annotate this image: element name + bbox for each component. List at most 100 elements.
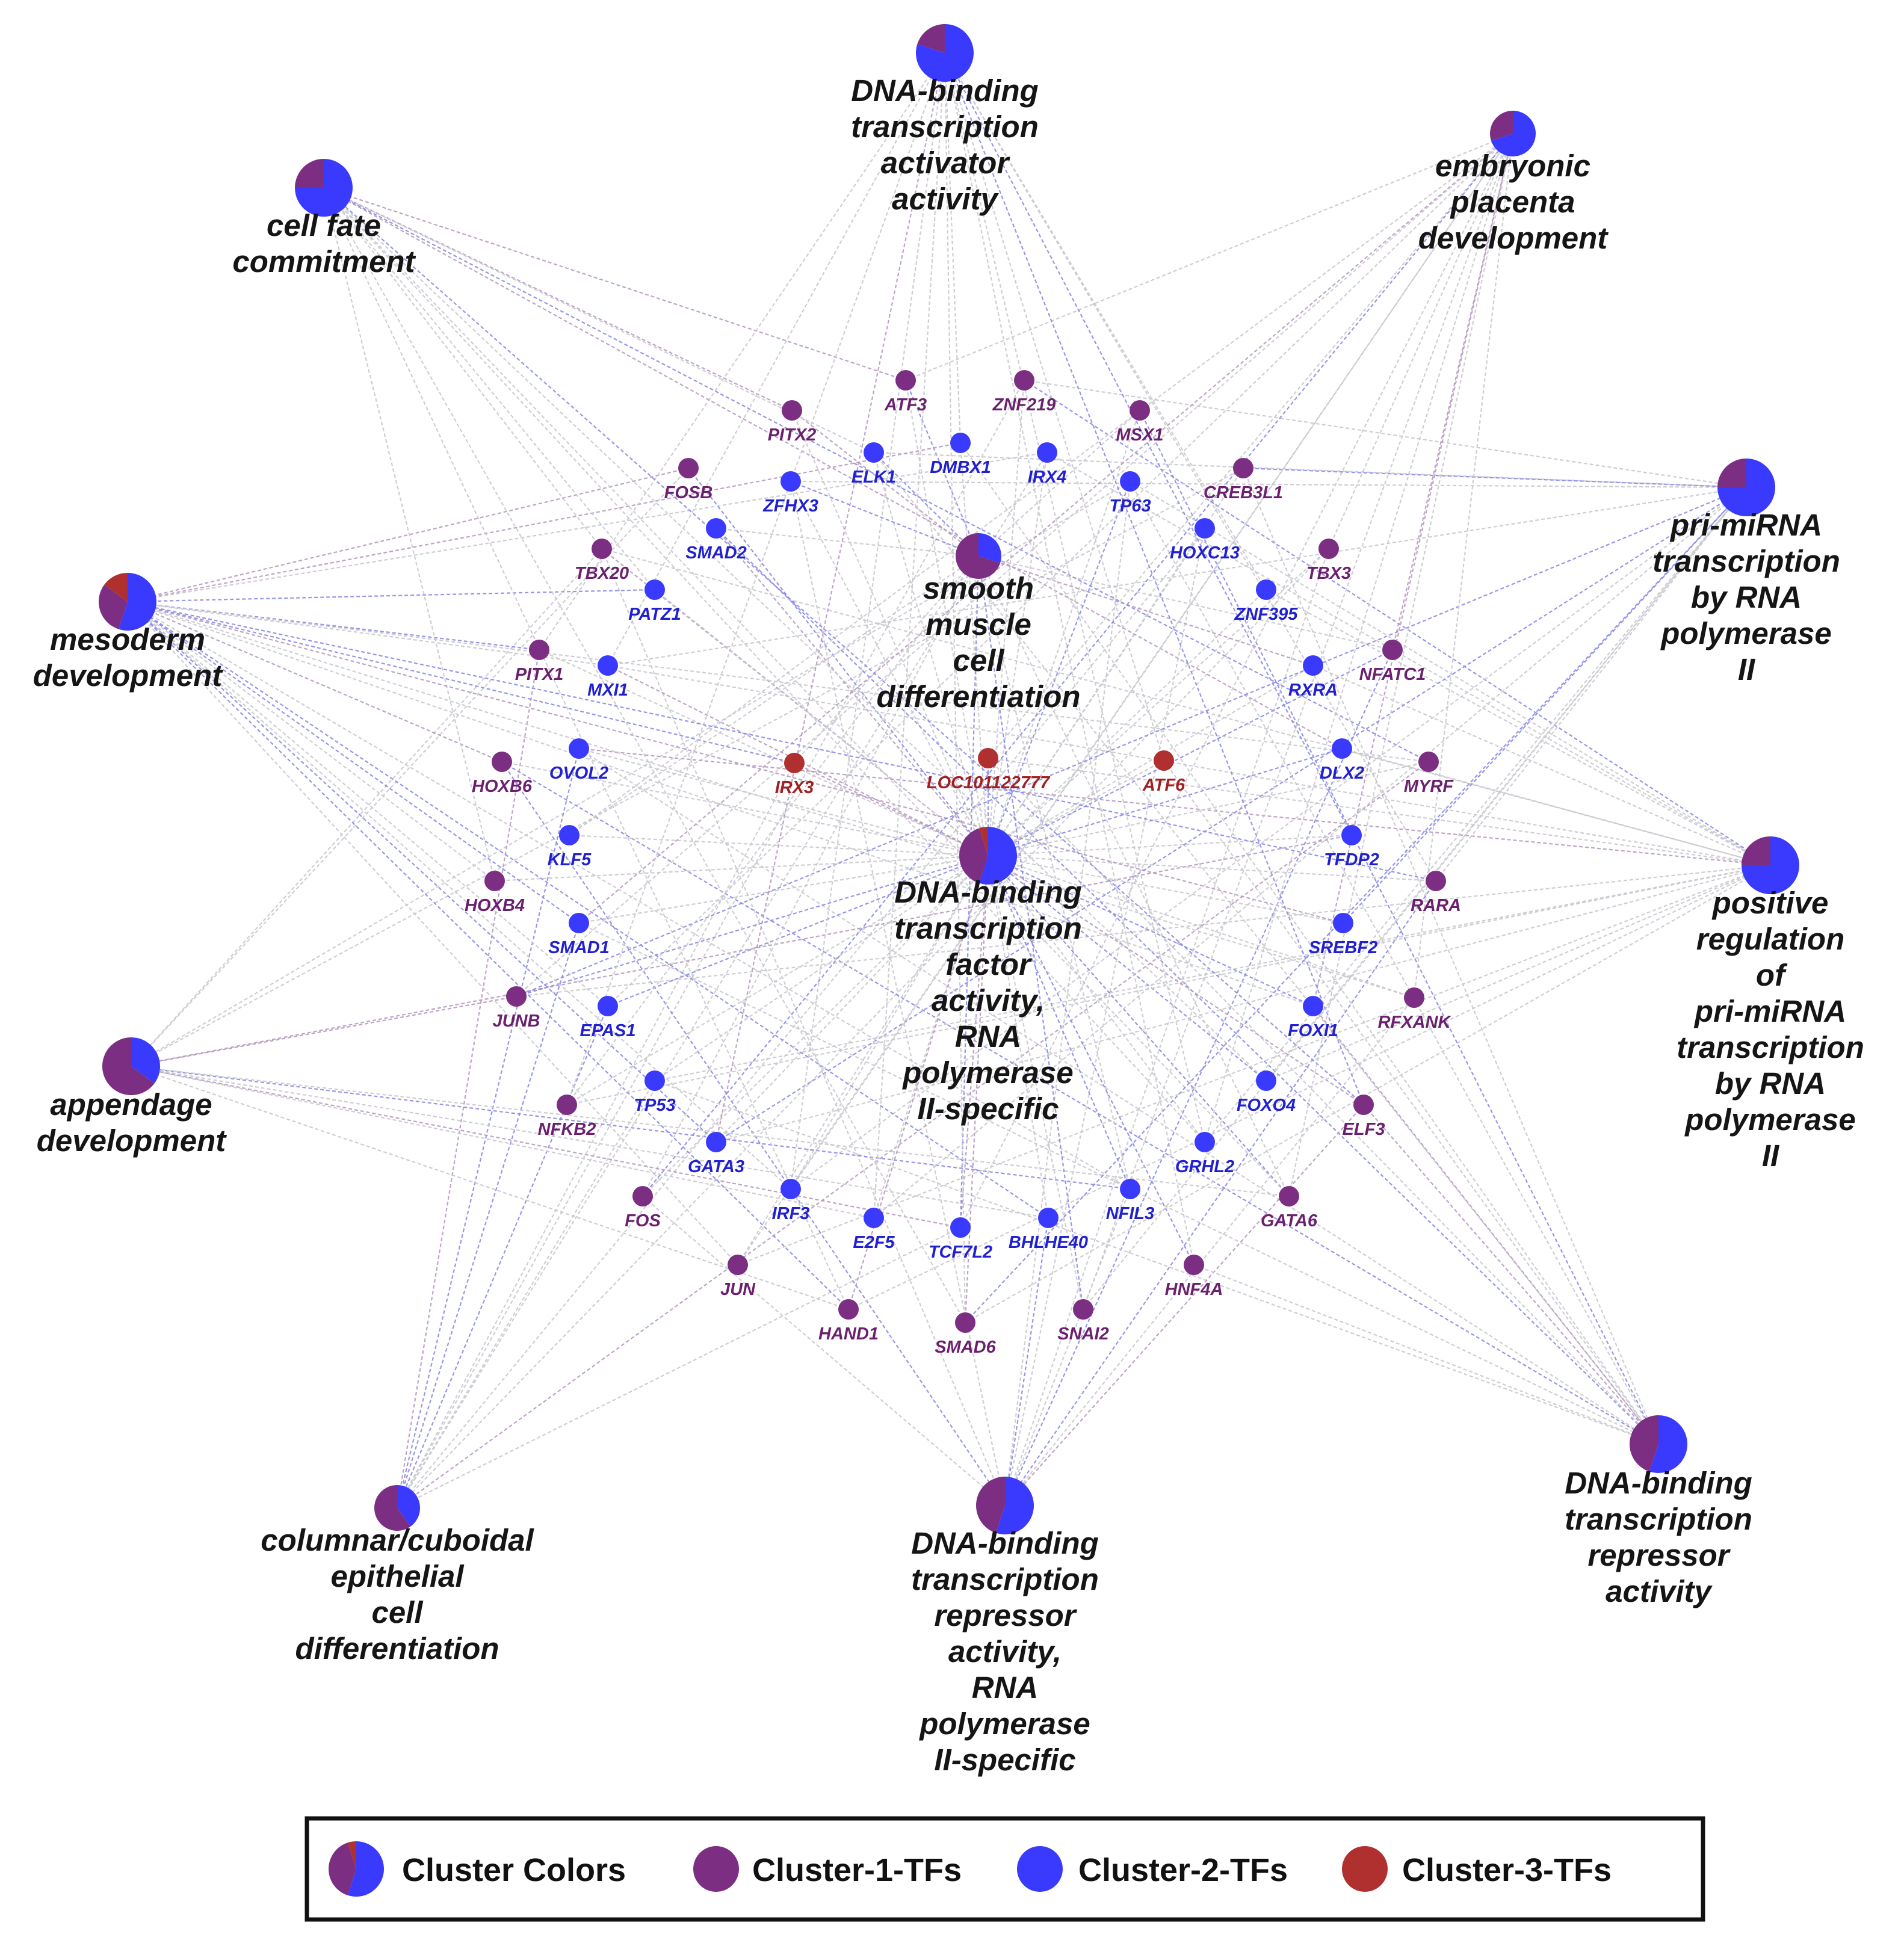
edge-epas1-col bbox=[396, 1005, 609, 1509]
tf-node-smad6[interactable]: SMAD6 bbox=[935, 1312, 997, 1357]
tf-node-rfxank[interactable]: RFXANK bbox=[1378, 987, 1452, 1032]
tf-label: SMAD2 bbox=[685, 543, 747, 563]
term-pie-rep2-slice-0 bbox=[996, 1477, 1034, 1534]
tf-node-znf219[interactable]: ZNF219 bbox=[992, 370, 1056, 415]
tf-node-hoxb4[interactable]: HOXB4 bbox=[465, 871, 525, 915]
tf-node-irx3[interactable]: IRX3 bbox=[775, 753, 814, 797]
tf-dot bbox=[1120, 471, 1140, 492]
tf-node-tfdp2[interactable]: TFDP2 bbox=[1324, 825, 1379, 869]
tf-node-msx1[interactable]: MSX1 bbox=[1116, 400, 1164, 445]
tf-node-gata3[interactable]: GATA3 bbox=[688, 1132, 744, 1176]
term-label-line: transcription bbox=[851, 110, 1039, 144]
tf-node-srebf2[interactable]: SREBF2 bbox=[1309, 913, 1377, 957]
edge-hand1-pos bbox=[848, 865, 1771, 1310]
tf-dot bbox=[784, 753, 805, 773]
tf-node-tp63[interactable]: TP63 bbox=[1109, 471, 1151, 516]
tf-node-foxo4[interactable]: FOXO4 bbox=[1237, 1070, 1296, 1115]
term-pie-meso-slice-1 bbox=[98, 584, 128, 629]
tf-node-znf395[interactable]: ZNF395 bbox=[1234, 579, 1299, 624]
tf-node-atf3[interactable]: ATF3 bbox=[884, 370, 927, 415]
tf-node-dlx2[interactable]: DLX2 bbox=[1320, 738, 1364, 783]
edge-bhlhe40-dbtf bbox=[987, 855, 1049, 1218]
tf-node-jun[interactable]: JUN bbox=[720, 1255, 756, 1299]
tf-node-ovol2[interactable]: OVOL2 bbox=[549, 738, 608, 783]
term-label-line: II bbox=[1738, 652, 1756, 687]
tf-node-foxi1[interactable]: FOXI1 bbox=[1288, 996, 1338, 1040]
term-label-line: appendage bbox=[50, 1087, 212, 1122]
tf-node-bhlhe40[interactable]: BHLHE40 bbox=[1009, 1208, 1088, 1252]
tf-node-snai2[interactable]: SNAI2 bbox=[1057, 1299, 1109, 1344]
edge-znf395-pos bbox=[1266, 589, 1771, 866]
tf-node-dmbx1[interactable]: DMBX1 bbox=[930, 433, 991, 477]
tf-node-mxi1[interactable]: MXI1 bbox=[587, 655, 628, 700]
tf-label: HOXB6 bbox=[472, 777, 533, 796]
tf-dot bbox=[950, 433, 971, 453]
edge-elk1-rep bbox=[873, 452, 1659, 1445]
tf-node-creb3l1[interactable]: CREB3L1 bbox=[1204, 458, 1283, 502]
tf-node-tbx3[interactable]: TBX3 bbox=[1306, 539, 1351, 583]
tf-node-hoxb6[interactable]: HOXB6 bbox=[472, 752, 533, 796]
tf-node-nfatc1[interactable]: NFATC1 bbox=[1359, 640, 1426, 684]
edge-junb-app bbox=[131, 995, 517, 1067]
tf-node-tbx20[interactable]: TBX20 bbox=[575, 539, 629, 583]
tf-node-irf3[interactable]: IRF3 bbox=[772, 1179, 810, 1223]
tf-node-patz1[interactable]: PATZ1 bbox=[628, 579, 681, 624]
tf-node-grhl2[interactable]: GRHL2 bbox=[1175, 1132, 1234, 1176]
tf-dot bbox=[1154, 750, 1174, 771]
tf-node-smad2[interactable]: SMAD2 bbox=[685, 518, 747, 563]
tf-dot bbox=[1318, 539, 1339, 559]
tf-node-atf6[interactable]: ATF6 bbox=[1142, 750, 1185, 795]
tf-node-hoxc13[interactable]: HOXC13 bbox=[1170, 518, 1240, 563]
tf-node-e2f5[interactable]: E2F5 bbox=[853, 1208, 895, 1252]
tf-node-elf3[interactable]: ELF3 bbox=[1343, 1095, 1385, 1139]
tf-dot bbox=[864, 442, 884, 463]
term-label-line: differentiation bbox=[876, 679, 1080, 714]
tf-node-fos[interactable]: FOS bbox=[625, 1186, 661, 1231]
tf-node-tp53[interactable]: TP53 bbox=[634, 1070, 676, 1115]
tf-node-rara[interactable]: RARA bbox=[1411, 871, 1461, 915]
term-label-line: columnar/cuboidal bbox=[261, 1523, 534, 1557]
tf-node-smad1[interactable]: SMAD1 bbox=[548, 913, 610, 957]
tf-node-myrf[interactable]: MYRF bbox=[1404, 752, 1454, 796]
tf-node-tcf7l2[interactable]: TCF7L2 bbox=[929, 1217, 992, 1262]
tf-node-gata6[interactable]: GATA6 bbox=[1261, 1186, 1318, 1231]
edge-msx1-rep bbox=[1139, 410, 1659, 1445]
tf-node-hnf4a[interactable]: HNF4A bbox=[1165, 1255, 1223, 1299]
tf-node-klf5[interactable]: KLF5 bbox=[548, 825, 592, 869]
tf-node-hand1[interactable]: HAND1 bbox=[818, 1299, 879, 1344]
tf-node-nfkb2[interactable]: NFKB2 bbox=[538, 1095, 596, 1139]
tf-node-elk1[interactable]: ELK1 bbox=[852, 442, 896, 487]
edge-rfxank-meso bbox=[127, 601, 1415, 999]
tf-node-pitx2[interactable]: PITX2 bbox=[768, 400, 817, 445]
tf-node-rxra[interactable]: RXRA bbox=[1288, 655, 1338, 700]
tf-node-zfhx3[interactable]: ZFHX3 bbox=[762, 471, 818, 516]
tf-node-junb[interactable]: JUNB bbox=[493, 986, 540, 1031]
tf-dot bbox=[569, 913, 589, 933]
tf-node-epas1[interactable]: EPAS1 bbox=[580, 996, 636, 1040]
edge-gata6-app bbox=[131, 1065, 1290, 1197]
tf-node-irx4[interactable]: IRX4 bbox=[1028, 442, 1066, 487]
term-label-line: activity bbox=[892, 182, 999, 216]
tf-dot bbox=[1038, 1208, 1059, 1228]
edge-pitx1-col bbox=[396, 649, 540, 1509]
tf-node-fosb[interactable]: FOSB bbox=[664, 458, 713, 502]
tf-node-loc101122777[interactable]: LOC101122777 bbox=[927, 748, 1051, 792]
tf-dot bbox=[529, 640, 549, 660]
tf-node-pitx1[interactable]: PITX1 bbox=[515, 640, 564, 684]
tf-node-nfil3[interactable]: NFIL3 bbox=[1106, 1179, 1155, 1223]
legend-label: Cluster Colors bbox=[402, 1852, 626, 1888]
